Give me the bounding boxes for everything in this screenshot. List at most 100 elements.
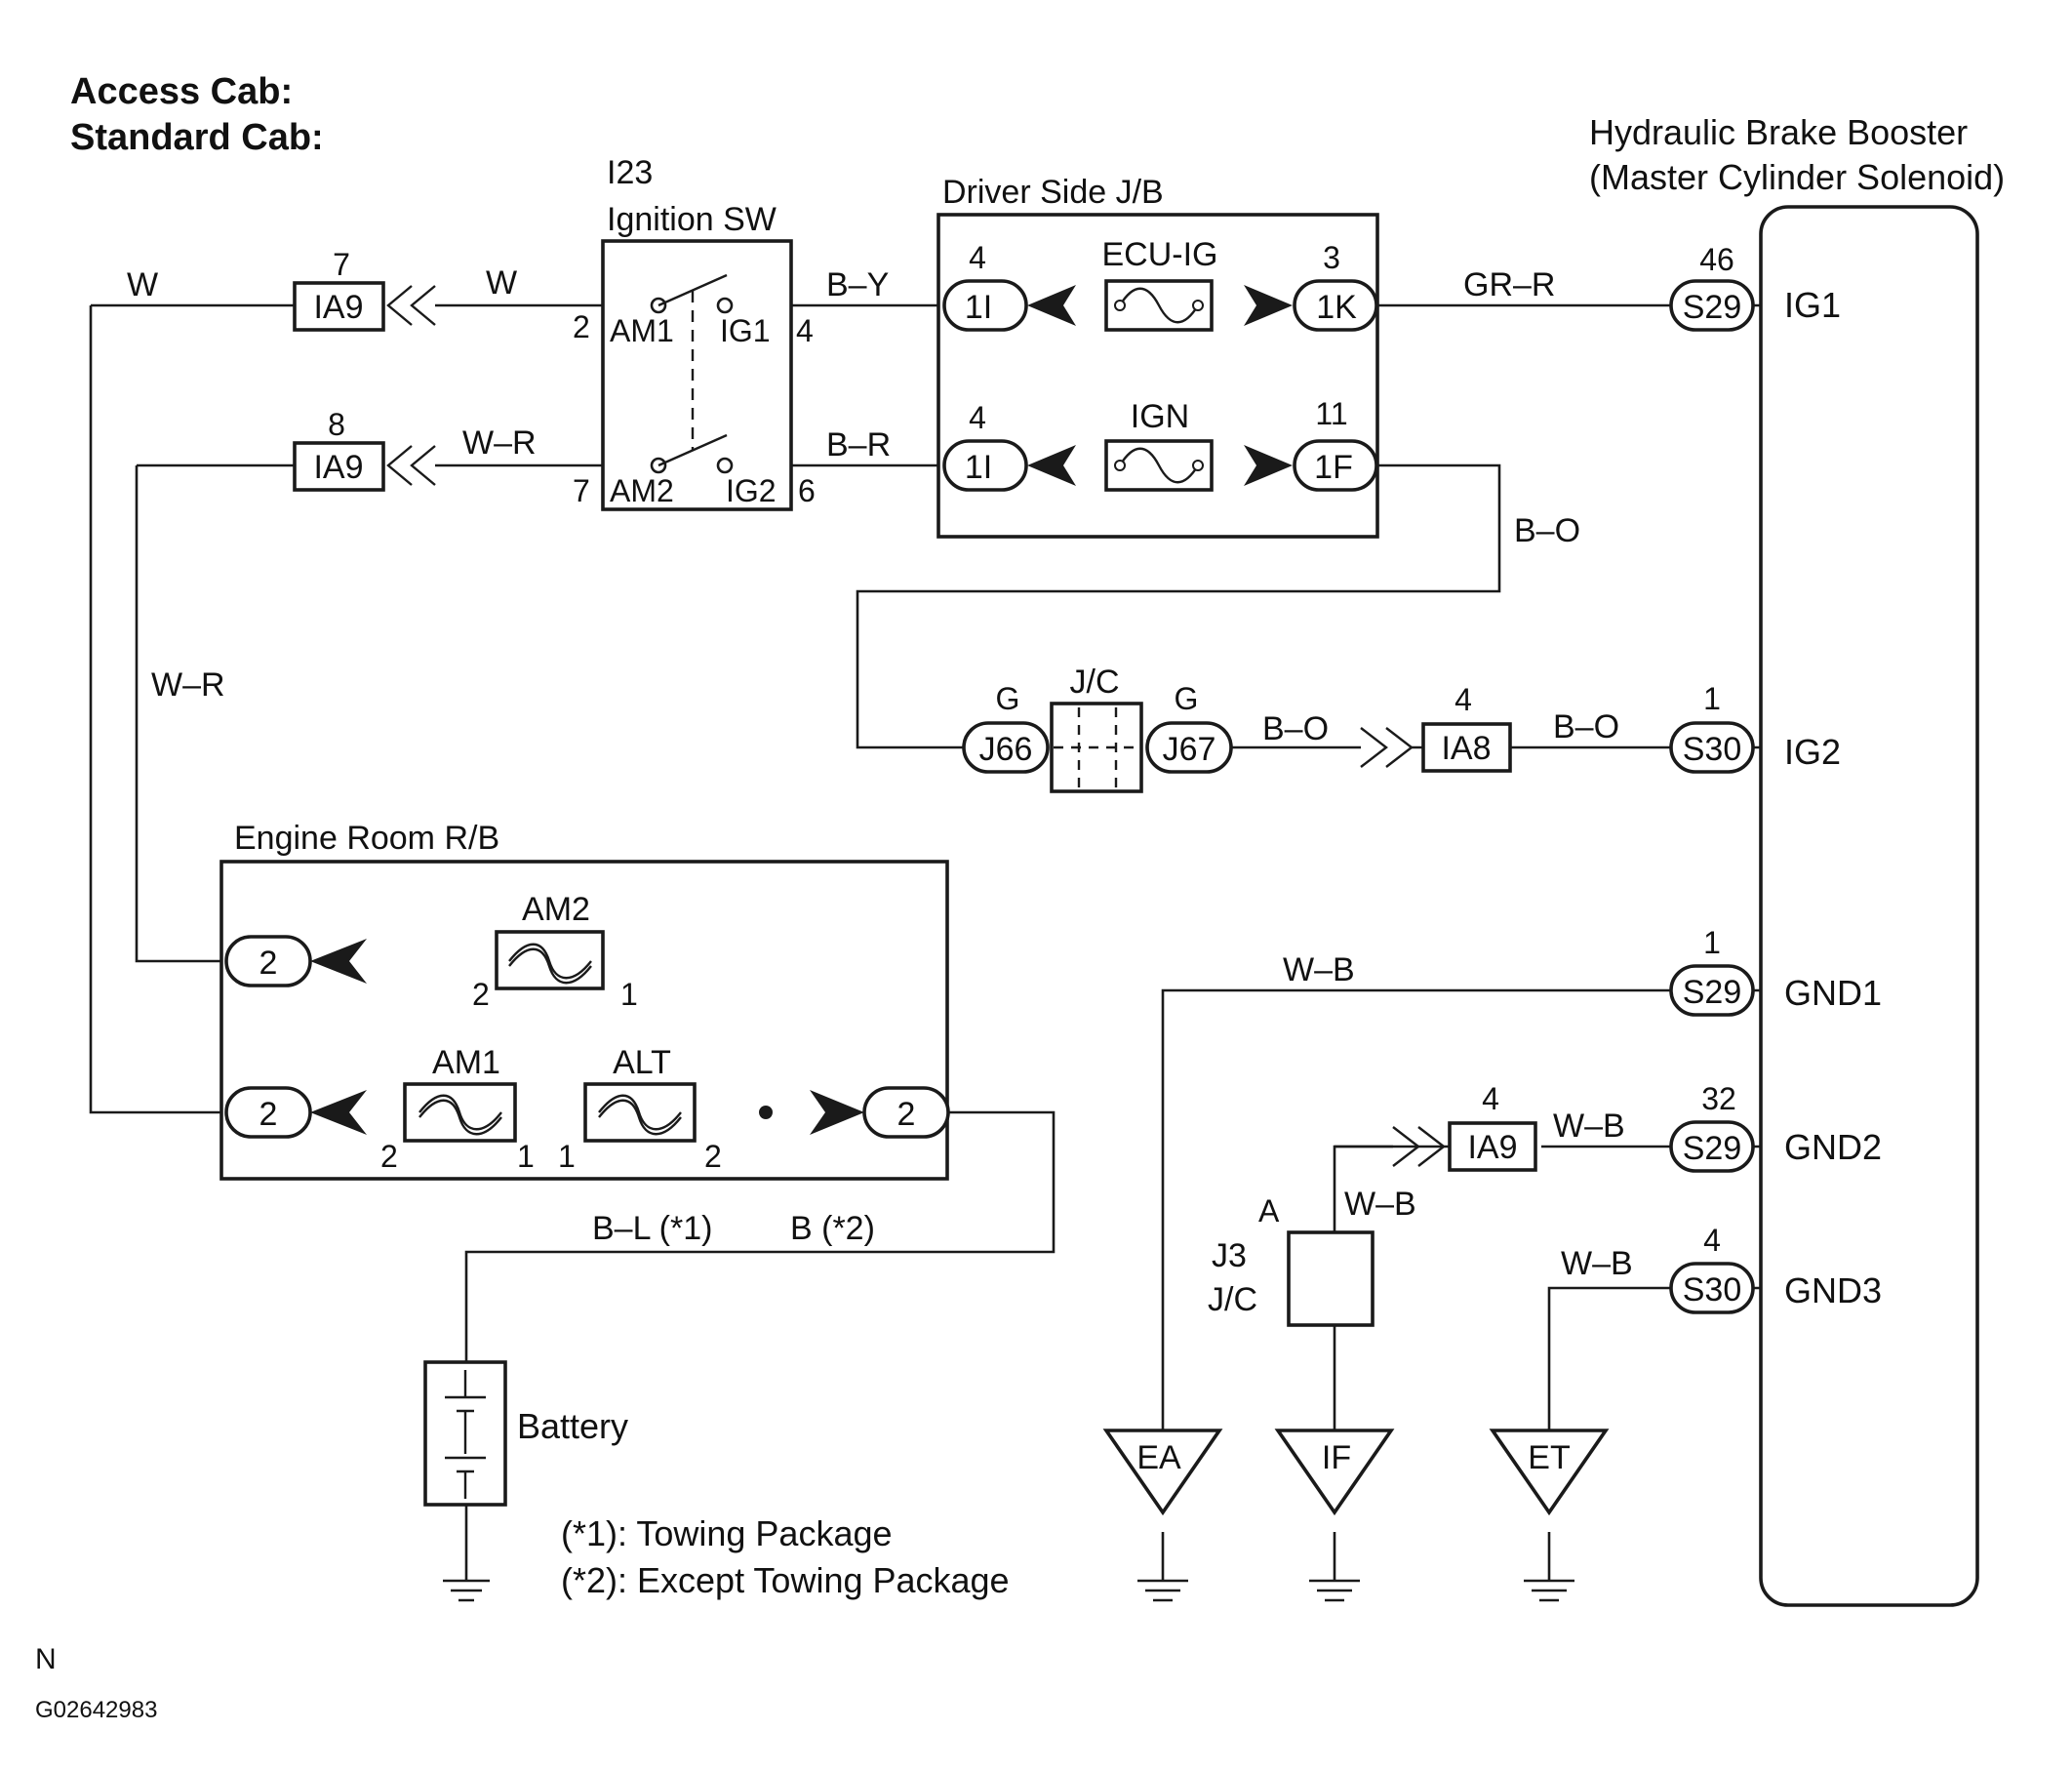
wire-label-wb3: W–B [1344,1186,1416,1223]
ignition-pin-4: 4 [796,313,814,348]
svg-text:S29: S29 [1683,289,1742,326]
booster-pin-gnd1: GND1 [1784,973,1882,1013]
junction-connector-j3: J3 J/C A [1208,1193,1375,1327]
wire-label-bo1: B–O [1514,512,1580,549]
engine-rb-conn-bottom-right: 2 [897,1096,916,1133]
connector-ia9-top-pin: 7 [333,247,350,282]
svg-text:S30: S30 [1683,1271,1742,1309]
svg-text:32: 32 [1701,1081,1736,1116]
driver-jb-fuse-ign: IGN [1131,398,1189,435]
wire-label-w-left: W [127,266,158,303]
booster-pin-ig2: IG2 [1784,732,1841,772]
battery-label: Battery [517,1406,628,1446]
ignition-am1: AM1 [610,313,674,348]
ground-point-et: ET [1489,1429,1610,1602]
svg-text:IA8: IA8 [1441,730,1491,767]
connector-ia9-top-label: IA9 [313,289,363,326]
ignition-pin-6: 6 [798,473,816,508]
connector-ia9-mid-label: IA9 [313,449,363,486]
wire-label-wr-side: W–R [151,666,225,704]
ignition-name: Ignition SW [607,201,777,238]
connector-s30-ig2: S30 1 [1669,681,1755,774]
driver-side-jb: Driver Side J/B 1I 4 ECU-IG 1K 3 1I 4 IG… [936,174,1379,539]
ignition-am2: AM2 [610,473,674,508]
svg-text:IA9: IA9 [1467,1129,1517,1166]
driver-jb-conn-1k: 1K [1316,289,1357,326]
engine-rb-fuse-alt: ALT [613,1044,671,1081]
connector-j67-label: J67 [1163,731,1216,768]
wire-label-w-mid: W [486,264,517,302]
svg-text:1: 1 [1703,681,1721,716]
connector-ia9-mid: IA9 8 [293,407,436,492]
ignition-switch: I23 Ignition SW AM1 IG1 AM2 IG2 2 4 7 6 [573,154,816,511]
ground-et-label: ET [1528,1439,1570,1476]
booster-title-2: (Master Cylinder Solenoid) [1589,157,2005,197]
engine-rb-alt-pin-right: 2 [704,1139,722,1174]
ignition-pin-7: 7 [573,473,590,508]
wire-label-bo2: B–O [1262,710,1329,747]
engine-rb-am2-pin-left: 2 [472,977,490,1012]
driver-jb-conn-1k-pin: 3 [1323,240,1340,275]
connector-ia9-lower: IA9 4 [1335,1081,1537,1172]
wire-label-wr-top: W–R [462,424,537,462]
driver-jb-conn-1i-bottom: 1I [965,449,992,486]
ignition-id: I23 [607,154,653,191]
j3-jc: J/C [1208,1281,1257,1318]
engine-rb-conn-bottom-left: 2 [259,1096,278,1133]
brake-booster-body [1759,205,1979,1607]
svg-text:S30: S30 [1683,731,1742,768]
ground-ea-label: EA [1136,1439,1181,1476]
ground-battery [443,1579,490,1602]
footer-n: N [35,1643,57,1675]
battery: Battery [423,1360,628,1507]
footer-code: G02642983 [35,1697,157,1723]
svg-text:S29: S29 [1683,974,1742,1011]
svg-text:4: 4 [1482,1081,1499,1116]
connector-s29-gnd2: S29 32 [1669,1081,1755,1173]
driver-jb-fuse-ecu-ig: ECU-IG [1102,236,1218,273]
junction-connector-j66-j67: J66 G J/C J67 G [962,664,1233,793]
booster-pin-gnd2: GND2 [1784,1127,1882,1167]
wire-label-br: B–R [826,426,891,463]
wire-label-by: B–Y [826,266,889,303]
engine-rb-fuse-am1: AM1 [432,1044,500,1081]
connector-s29-gnd1: S29 1 [1669,925,1755,1017]
booster-title-1: Hydraulic Brake Booster [1589,112,1968,152]
svg-text:1: 1 [1703,925,1721,960]
engine-rb-conn-top: 2 [259,945,278,982]
connector-ia9-mid-pin: 8 [328,407,345,442]
svg-text:S29: S29 [1683,1130,1742,1167]
ground-if-label: IF [1322,1439,1351,1476]
connector-ia8: IA8 4 [1360,682,1535,773]
engine-rb-fuse-am2: AM2 [522,891,590,928]
wire-label-wb4: W–B [1561,1245,1633,1282]
engine-rb-am1-pin-right: 1 [517,1139,535,1174]
ground-point-ea: EA [1102,1429,1223,1602]
ground-point-if: IF [1274,1429,1395,1602]
booster-pin-ig1: IG1 [1784,285,1841,325]
junction-connector-label: J/C [1070,664,1120,701]
svg-text:4: 4 [1703,1223,1721,1258]
engine-rb-am1-pin-left: 2 [380,1139,398,1174]
driver-jb-conn-1i-top: 1I [965,289,992,326]
wire-label-wb1: W–B [1283,951,1355,988]
note-towing-package: (*1): Towing Package [561,1513,893,1553]
engine-rb-am2-pin-right: 1 [620,977,638,1012]
engine-room-rb: Engine Room R/B 2 AM2 2 1 2 AM1 2 1 ALT … [219,820,950,1181]
wire-label-grr: GR–R [1463,266,1555,303]
svg-text:46: 46 [1699,242,1734,277]
engine-rb-alt-pin-left: 1 [558,1139,576,1174]
connector-j66-pin: G [996,681,1020,716]
svg-text:4: 4 [1454,682,1472,717]
driver-jb-conn-1f: 1F [1314,449,1353,486]
header-standard-cab: Standard Cab: [70,117,324,158]
engine-rb-title: Engine Room R/B [234,820,499,857]
wire-label-b: B (*2) [790,1210,875,1247]
wire-label-bo3: B–O [1553,708,1619,745]
connector-s30-gnd3: S30 4 [1669,1223,1755,1314]
connector-j66-label: J66 [979,731,1033,768]
ignition-ig1: IG1 [720,313,771,348]
header-access-cab: Access Cab: [70,71,293,112]
driver-jb-conn-1i-bottom-pin: 4 [969,400,986,435]
